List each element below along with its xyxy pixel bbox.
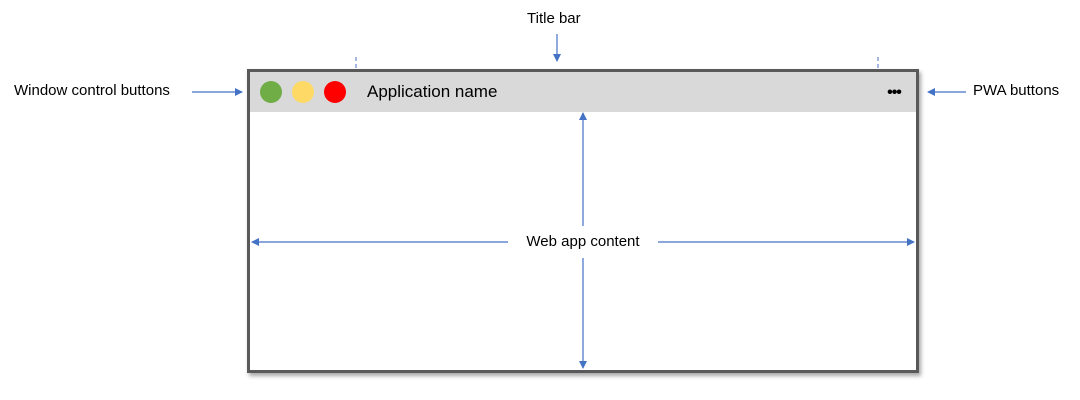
more-options-button[interactable]: ••• xyxy=(887,84,902,101)
application-name: Application name xyxy=(367,82,498,101)
window-control-buttons-label: Window control buttons xyxy=(14,82,170,99)
green-control-button[interactable] xyxy=(260,81,282,103)
web-app-content-label: Web app content xyxy=(512,233,654,251)
yellow-control-button[interactable] xyxy=(292,81,314,103)
red-control-button[interactable] xyxy=(324,81,346,103)
pwa-buttons-label: PWA buttons xyxy=(973,82,1060,99)
title-bar-label: Title bar xyxy=(527,10,581,27)
title-bar: Application name ••• xyxy=(250,72,916,112)
